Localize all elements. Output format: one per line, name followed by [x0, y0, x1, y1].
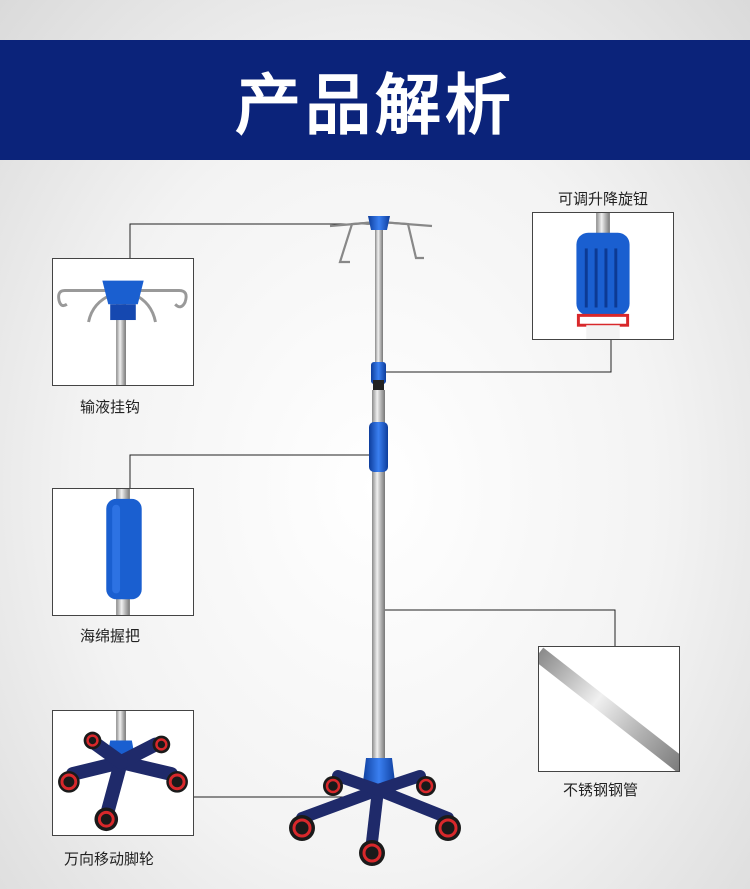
grip-callout-line	[129, 454, 378, 488]
height-knob	[371, 362, 386, 384]
hook-cap	[368, 216, 390, 230]
base-wheels	[289, 776, 461, 866]
wheel-detail-image	[52, 710, 194, 836]
hook-callout-line	[129, 223, 378, 258]
knob-callout-line	[380, 340, 612, 373]
sponge-grip	[369, 422, 388, 472]
knob-caption: 可调升降旋钮	[558, 190, 649, 208]
tube-detail-image	[538, 646, 680, 772]
grip-detail-image	[52, 488, 194, 616]
hook-arms	[329, 220, 433, 264]
knob-detail-image	[532, 212, 674, 340]
upper-tube	[375, 230, 383, 370]
hook-caption: 输液挂钩	[80, 398, 141, 416]
base-legs	[296, 770, 454, 848]
hook-detail-image	[52, 258, 194, 386]
page-title: 产品解析	[235, 67, 515, 144]
grip-caption: 海绵握把	[80, 627, 141, 645]
wheel-caption: 万向移动脚轮	[64, 850, 155, 868]
tube-callout-line	[380, 609, 616, 646]
tube-caption: 不锈钢钢管	[563, 781, 639, 799]
header-banner: 产品解析	[0, 40, 750, 160]
lower-tube	[372, 390, 385, 778]
